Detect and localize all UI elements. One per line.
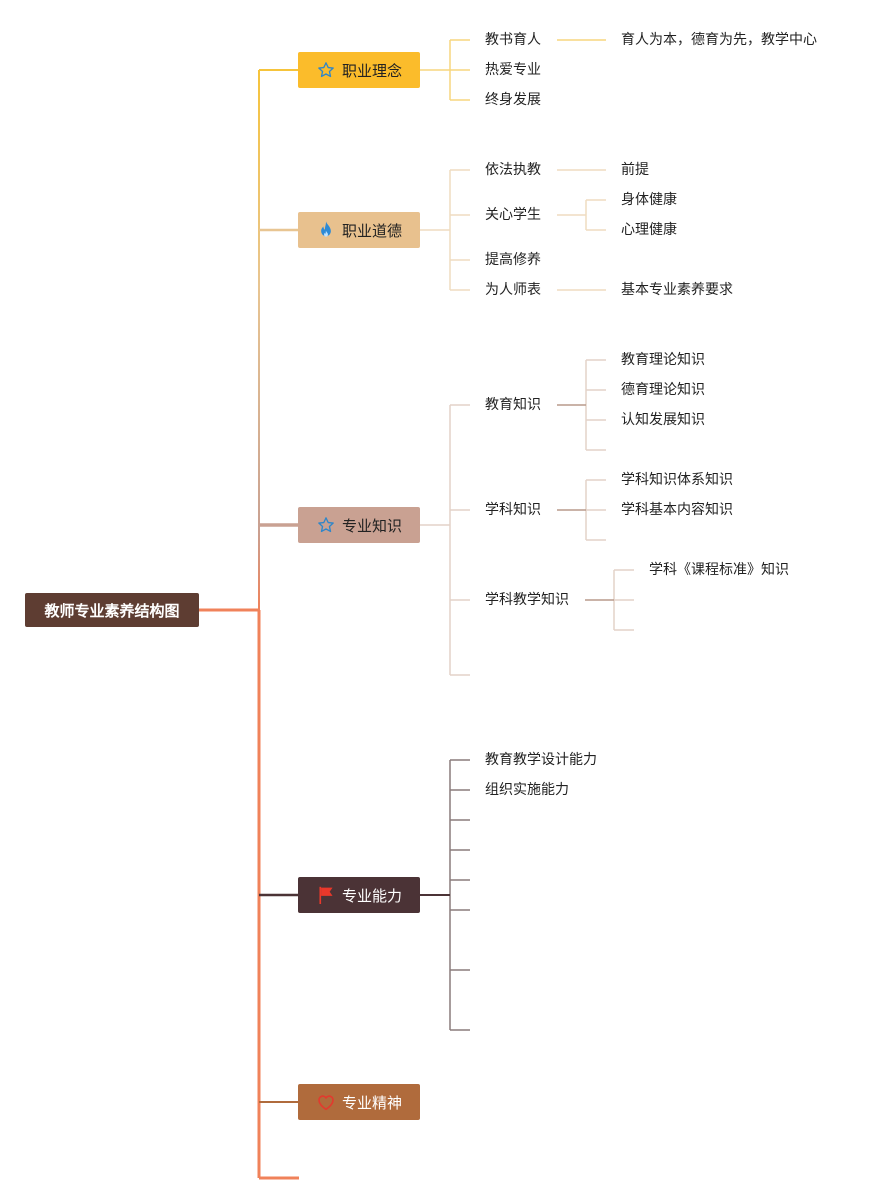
root-label: 教师专业素养结构图 (44, 601, 180, 620)
ethics-item-care[interactable]: 关心学生 (485, 207, 541, 223)
idea-item-teach[interactable]: 教书育人 (485, 32, 541, 48)
knowledge-item-subject[interactable]: 学科知识 (485, 502, 541, 518)
root-node[interactable]: 教师专业素养结构图 (25, 593, 199, 627)
ethics-law-detail[interactable]: 前提 (621, 162, 649, 178)
heart-icon (316, 1092, 336, 1112)
knowledge-item-education[interactable]: 教育知识 (485, 397, 541, 413)
knowledge-curriculum-standard[interactable]: 学科《课程标准》知识 (649, 562, 789, 578)
knowledge-cognitive[interactable]: 认知发展知识 (621, 412, 705, 428)
idea-branch-lines (420, 39, 606, 101)
knowledge-edu-theory[interactable]: 教育理论知识 (621, 352, 705, 368)
ethics-care-physical[interactable]: 身体健康 (621, 192, 677, 208)
category-label: 专业精神 (341, 1093, 402, 1112)
category-label: 职业道德 (341, 221, 402, 240)
ethics-care-mental[interactable]: 心理健康 (621, 222, 677, 238)
star-icon (316, 60, 336, 80)
category-label: 专业能力 (341, 886, 402, 905)
knowledge-moral-theory[interactable]: 德育理论知识 (621, 382, 705, 398)
ability-branch-lines (449, 759, 470, 1031)
idea-teach-detail[interactable]: 育人为本，德育为先，教学中心 (621, 32, 817, 48)
ability-item-design[interactable]: 教育教学设计能力 (485, 752, 597, 768)
category-label: 专业知识 (341, 516, 402, 535)
ethics-model-detail[interactable]: 基本专业素养要求 (621, 282, 733, 298)
knowledge-item-pedagogy[interactable]: 学科教学知识 (485, 592, 569, 608)
ability-item-implement[interactable]: 组织实施能力 (485, 782, 569, 798)
category-professional-knowledge[interactable]: 专业知识 (298, 507, 420, 543)
category-professional-ethics[interactable]: 职业道德 (298, 212, 420, 248)
knowledge-item-connectors (557, 404, 614, 601)
knowledge-subject-system[interactable]: 学科知识体系知识 (621, 472, 733, 488)
idea-item-love[interactable]: 热爱专业 (485, 62, 541, 78)
category-professional-spirit[interactable]: 专业精神 (298, 1084, 420, 1120)
ethics-branch-lines (420, 169, 606, 291)
idea-item-lifelong[interactable]: 终身发展 (485, 92, 541, 108)
flag-icon (316, 885, 336, 905)
star-icon (316, 515, 336, 535)
flame-icon (316, 220, 336, 240)
ethics-item-cultivate[interactable]: 提高修养 (485, 252, 541, 268)
category-professional-philosophy[interactable]: 职业理念 (298, 52, 420, 88)
knowledge-subject-content[interactable]: 学科基本内容知识 (621, 502, 733, 518)
category-label: 职业理念 (341, 61, 402, 80)
ethics-item-model[interactable]: 为人师表 (485, 282, 541, 298)
category-professional-ability[interactable]: 专业能力 (298, 877, 420, 913)
trunk-lines (199, 69, 299, 1180)
ethics-item-law[interactable]: 依法执教 (485, 162, 541, 178)
